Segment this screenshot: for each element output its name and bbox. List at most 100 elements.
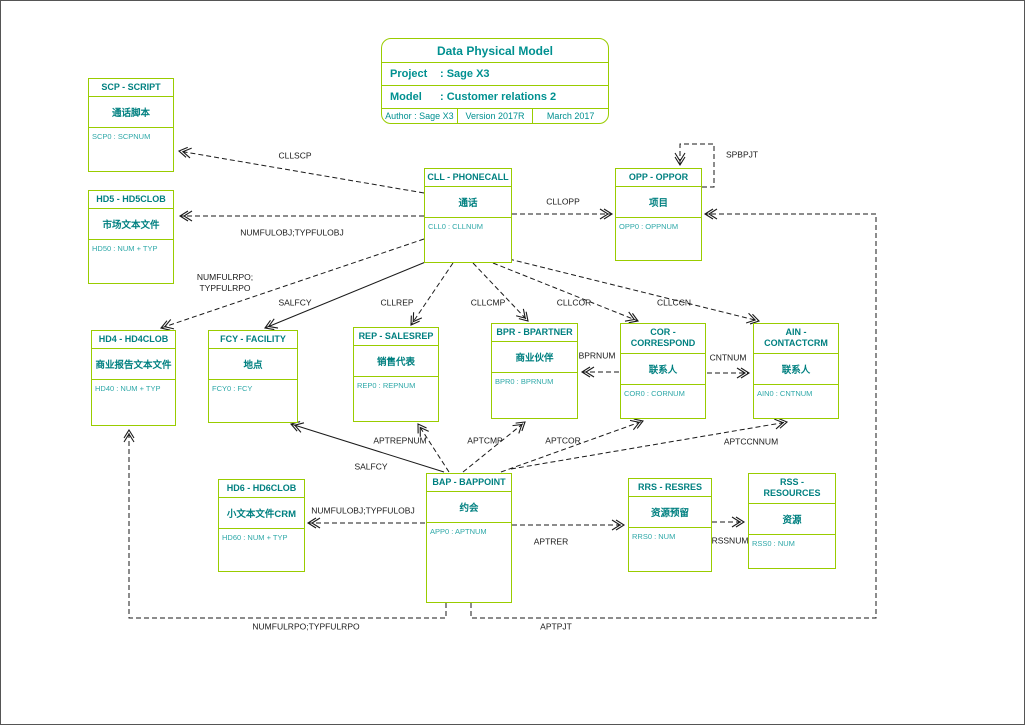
entity-cn-name: 地点	[209, 349, 297, 381]
entity-cn-name: 通话	[425, 187, 511, 219]
relation-label-numfulrpo-bottom: NUMFULRPO;TYPFULRPO	[252, 621, 360, 632]
connector-cll-scp	[177, 146, 425, 194]
entity-key-field: OPP0 : OPPNUM	[619, 222, 679, 232]
entity-title: CLL - PHONECALL	[425, 169, 511, 188]
entity-cn-name: 市场文本文件	[89, 209, 173, 241]
relation-label-cllcor: CLLCOR	[556, 297, 592, 308]
model-title-box: Data Physical Model Project : Sage X3 Mo…	[381, 38, 609, 124]
entity-cn-name: 通话脚本	[89, 97, 173, 129]
relation-label-cllcmp: CLLCMP	[470, 297, 506, 308]
date-cell: March 2017	[546, 111, 595, 121]
relation-label-aptccnnum: APTCCNNUM	[723, 436, 779, 447]
entity-key-field: FCY0 : FCY	[212, 384, 253, 394]
project-value: : Sage X3	[440, 68, 490, 80]
project-row: Project : Sage X3	[382, 63, 608, 86]
entity-title: HD6 - HD6CLOB	[219, 480, 304, 499]
connector-cll-rep	[410, 262, 454, 326]
entity-key-field: HD60 : NUM + TYP	[222, 533, 288, 543]
diagram-title: Data Physical Model	[382, 39, 608, 63]
relation-label-aptpjt: APTPJT	[540, 621, 572, 632]
connector-cll-bpr	[472, 262, 529, 322]
entity-title: BAP - BAPPOINT	[427, 474, 511, 493]
relation-label-bprnum: BPRNUM	[578, 350, 616, 361]
entity-key-field: SCP0 : SCPNUM	[92, 132, 151, 142]
model-row: Model : Customer relations 2	[382, 86, 608, 109]
relation-label-aptcor: APTCOR	[545, 435, 581, 446]
relation-label-cllscp: CLLSCP	[278, 150, 312, 161]
connector-cll-cor	[492, 262, 639, 324]
entity-title: OPP - OPPOR	[616, 169, 701, 188]
entity-cn-name: 联系人	[621, 354, 705, 385]
author-cell: Author : Sage X3	[385, 111, 454, 121]
entity-key-field: RSS0 : NUM	[752, 538, 795, 548]
connector-bap-hd4	[123, 428, 447, 619]
entity-key-field: AIN0 : CNTNUM	[757, 388, 813, 398]
entity-ain-contactcrm[interactable]: AIN - CONTACTCRM 联系人 AIN0 : CNTNUM	[753, 323, 839, 419]
connector-cll-fcy	[264, 260, 429, 331]
entity-title: HD4 - HD4CLOB	[92, 331, 175, 350]
entity-rss-resources[interactable]: RSS - RESOURCES 资源 RSS0 : NUM	[748, 473, 836, 569]
entity-cn-name: 商业伙伴	[492, 342, 577, 374]
relation-label-numfulobj-bottom: NUMFULOBJ;TYPFULOBJ	[311, 505, 415, 516]
entity-key-field: HD40 : NUM + TYP	[95, 384, 161, 394]
entity-cn-name: 约会	[427, 492, 511, 524]
entity-hd5-hd5clob[interactable]: HD5 - HD5CLOB 市场文本文件 HD50 : NUM + TYP	[88, 190, 174, 284]
connector-bap-opp	[470, 208, 877, 619]
entity-title: COR - CORRESPOND	[621, 324, 705, 354]
entity-cn-name: 资源	[749, 504, 835, 535]
connector-bap-ain	[510, 417, 789, 470]
entity-key-field: COR0 : CORNUM	[624, 388, 685, 398]
version-cell: Version 2017R	[456, 109, 534, 123]
entity-opp-oppor[interactable]: OPP - OPPOR 项目 OPP0 : OPPNUM	[615, 168, 702, 261]
entity-title: BPR - BPARTNER	[492, 324, 577, 343]
entity-rrs-resres[interactable]: RRS - RESRES 资源预留 RRS0 : NUM	[628, 478, 712, 572]
entity-key-field: CLL0 : CLLNUM	[428, 222, 484, 232]
relation-label-aptrer: APTRER	[533, 536, 569, 547]
relation-label-spbpjt: SPBPJT	[725, 149, 759, 160]
entity-cn-name: 资源预留	[629, 497, 711, 529]
entity-key-field: RRS0 : NUM	[632, 532, 676, 542]
entity-scp-script[interactable]: SCP - SCRIPT 通话脚本 SCP0 : SCPNUM	[88, 78, 174, 172]
model-label: Model	[390, 91, 422, 103]
entity-title: REP - SALESREP	[354, 328, 438, 347]
entity-key-field: HD50 : NUM + TYP	[92, 244, 158, 254]
connector-bap-rep	[417, 423, 450, 473]
entity-fcy-facility[interactable]: FCY - FACILITY 地点 FCY0 : FCY	[208, 330, 298, 423]
relation-label-aptcmp: APTCMP	[467, 435, 503, 446]
relation-label-rssnum: RSSNUM	[711, 535, 749, 546]
connector-cll-ain	[508, 258, 761, 325]
entity-cn-name: 联系人	[754, 354, 838, 385]
entity-cor-correspond[interactable]: COR - CORRESPOND 联系人 COR0 : CORNUM	[620, 323, 706, 419]
relation-label-cllccn: CLLCCN	[656, 297, 692, 308]
entity-bap-bappoint[interactable]: BAP - BAPPOINT 约会 APP0 : APTNUM	[426, 473, 512, 603]
meta-row: Author : Sage X3 Version 2017R March 201…	[382, 109, 608, 123]
entity-rep-salesrep[interactable]: REP - SALESREP 销售代表 REP0 : REPNUM	[353, 327, 439, 422]
entity-title: SCP - SCRIPT	[89, 79, 173, 98]
model-value: : Customer relations 2	[440, 91, 557, 103]
project-label: Project	[390, 68, 428, 80]
relation-label-salfcy-bottom: SALFCY	[354, 461, 388, 472]
entity-key-field: BPR0 : BPRNUM	[495, 377, 554, 387]
relation-label-cllrep: CLLREP	[380, 297, 414, 308]
entity-title: AIN - CONTACTCRM	[754, 324, 838, 354]
relation-label-salfcy-top: SALFCY	[278, 297, 312, 308]
entity-cn-name: 项目	[616, 187, 701, 219]
entity-hd4-hd4clob[interactable]: HD4 - HD4CLOB 商业报告文本文件 HD40 : NUM + TYP	[91, 330, 176, 426]
entity-cn-name: 销售代表	[354, 346, 438, 378]
entity-bpr-bpartner[interactable]: BPR - BPARTNER 商业伙伴 BPR0 : BPRNUM	[491, 323, 578, 419]
connector-bap-fcy	[290, 421, 445, 473]
entity-title: HD5 - HD5CLOB	[89, 191, 173, 210]
entity-title: RSS - RESOURCES	[749, 474, 835, 504]
entity-title: RRS - RESRES	[629, 479, 711, 498]
connector-opp-self	[674, 143, 715, 188]
relation-label-aptrepnum: APTREPNUM	[373, 435, 427, 446]
entity-title: FCY - FACILITY	[209, 331, 297, 350]
entity-cn-name: 商业报告文本文件	[92, 349, 175, 381]
entity-key-field: APP0 : APTNUM	[430, 527, 487, 537]
entity-key-field: REP0 : REPNUM	[357, 381, 416, 391]
entity-hd6-hd6clob[interactable]: HD6 - HD6CLOB 小文本文件CRM HD60 : NUM + TYP	[218, 479, 305, 572]
entity-cll-phonecall[interactable]: CLL - PHONECALL 通话 CLL0 : CLLNUM	[424, 168, 512, 263]
relation-label-cntnum: CNTNUM	[709, 352, 747, 363]
